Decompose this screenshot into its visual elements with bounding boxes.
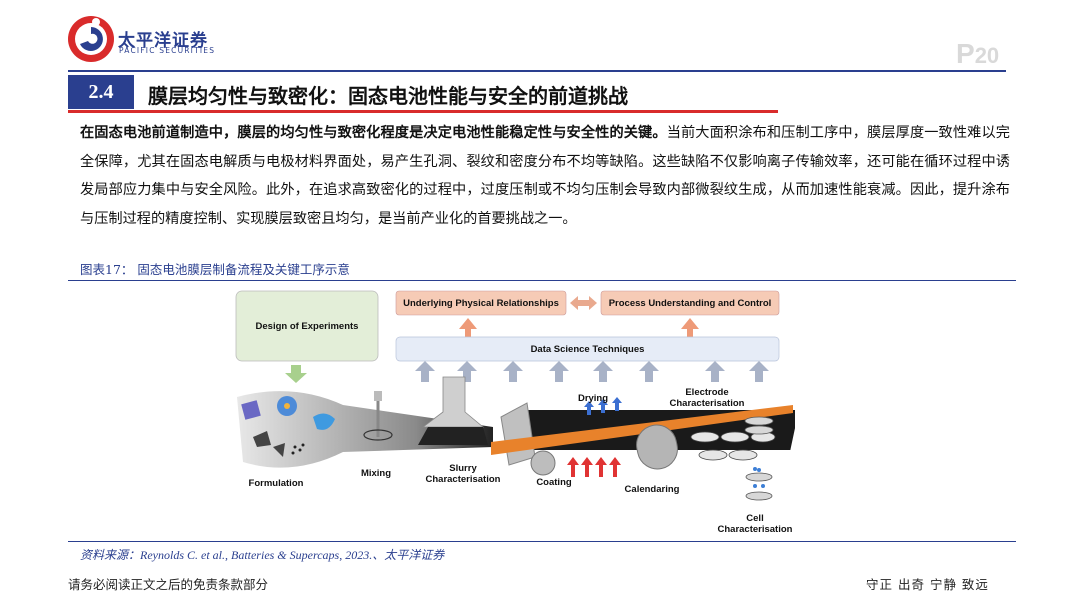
physical-relationships-box: Underlying Physical Relationships [403,297,559,309]
design-of-experiments-box: Design of Experiments [255,320,359,332]
header-rule [68,70,1006,72]
label-coating: Coating [536,477,572,488]
company-name-cn: 太平洋证券 [118,31,208,51]
body-lead: 在固态电池前道制造中，膜层的均匀性与致密化程度是决定电池性能稳定性与安全性的关键… [80,125,667,141]
data-science-box: Data Science Techniques [530,343,645,355]
body-rest: 当前大面积涂布和压制工序中，膜层厚度一致性难以完全保障，尤其在固态电解质与电极材… [80,125,1010,227]
footer-motto: 守正 出奇 宁静 致远 [866,577,989,592]
figure-caption: 图表17： 固态电池膜层制备流程及关键工序示意 [80,262,350,277]
label-drying: Drying [577,393,609,404]
section-number: 2.4 [68,75,134,109]
body-paragraph: 在固态电池前道制造中，膜层的均匀性与致密化程度是决定电池性能稳定性与安全性的关键… [80,119,1010,233]
source-note: 资料来源：Reynolds C. et al., Batteries & Sup… [80,548,445,562]
label-mixing: Mixing [360,468,392,479]
company-logo [68,16,114,62]
company-name-en: PACIFIC SECURITIES [119,46,216,55]
diagram-graphics [235,290,795,501]
figure-top-rule [68,280,1016,281]
process-understanding-box: Process Understanding and Control [608,297,772,309]
footer-disclaimer: 请务必阅读正文之后的免责条款部分 [68,577,269,592]
label-calendaring: Calendaring [624,484,680,495]
source-rule [68,541,1016,542]
label-formulation: Formulation [248,478,304,489]
section-title: 膜层均匀性与致密化：固态电池性能与安全的前道挑战 [148,84,628,108]
page-number: P20 [956,38,1000,69]
process-diagram: Design of Experiments Underlying Physica… [233,287,795,537]
section-underline [68,110,778,113]
